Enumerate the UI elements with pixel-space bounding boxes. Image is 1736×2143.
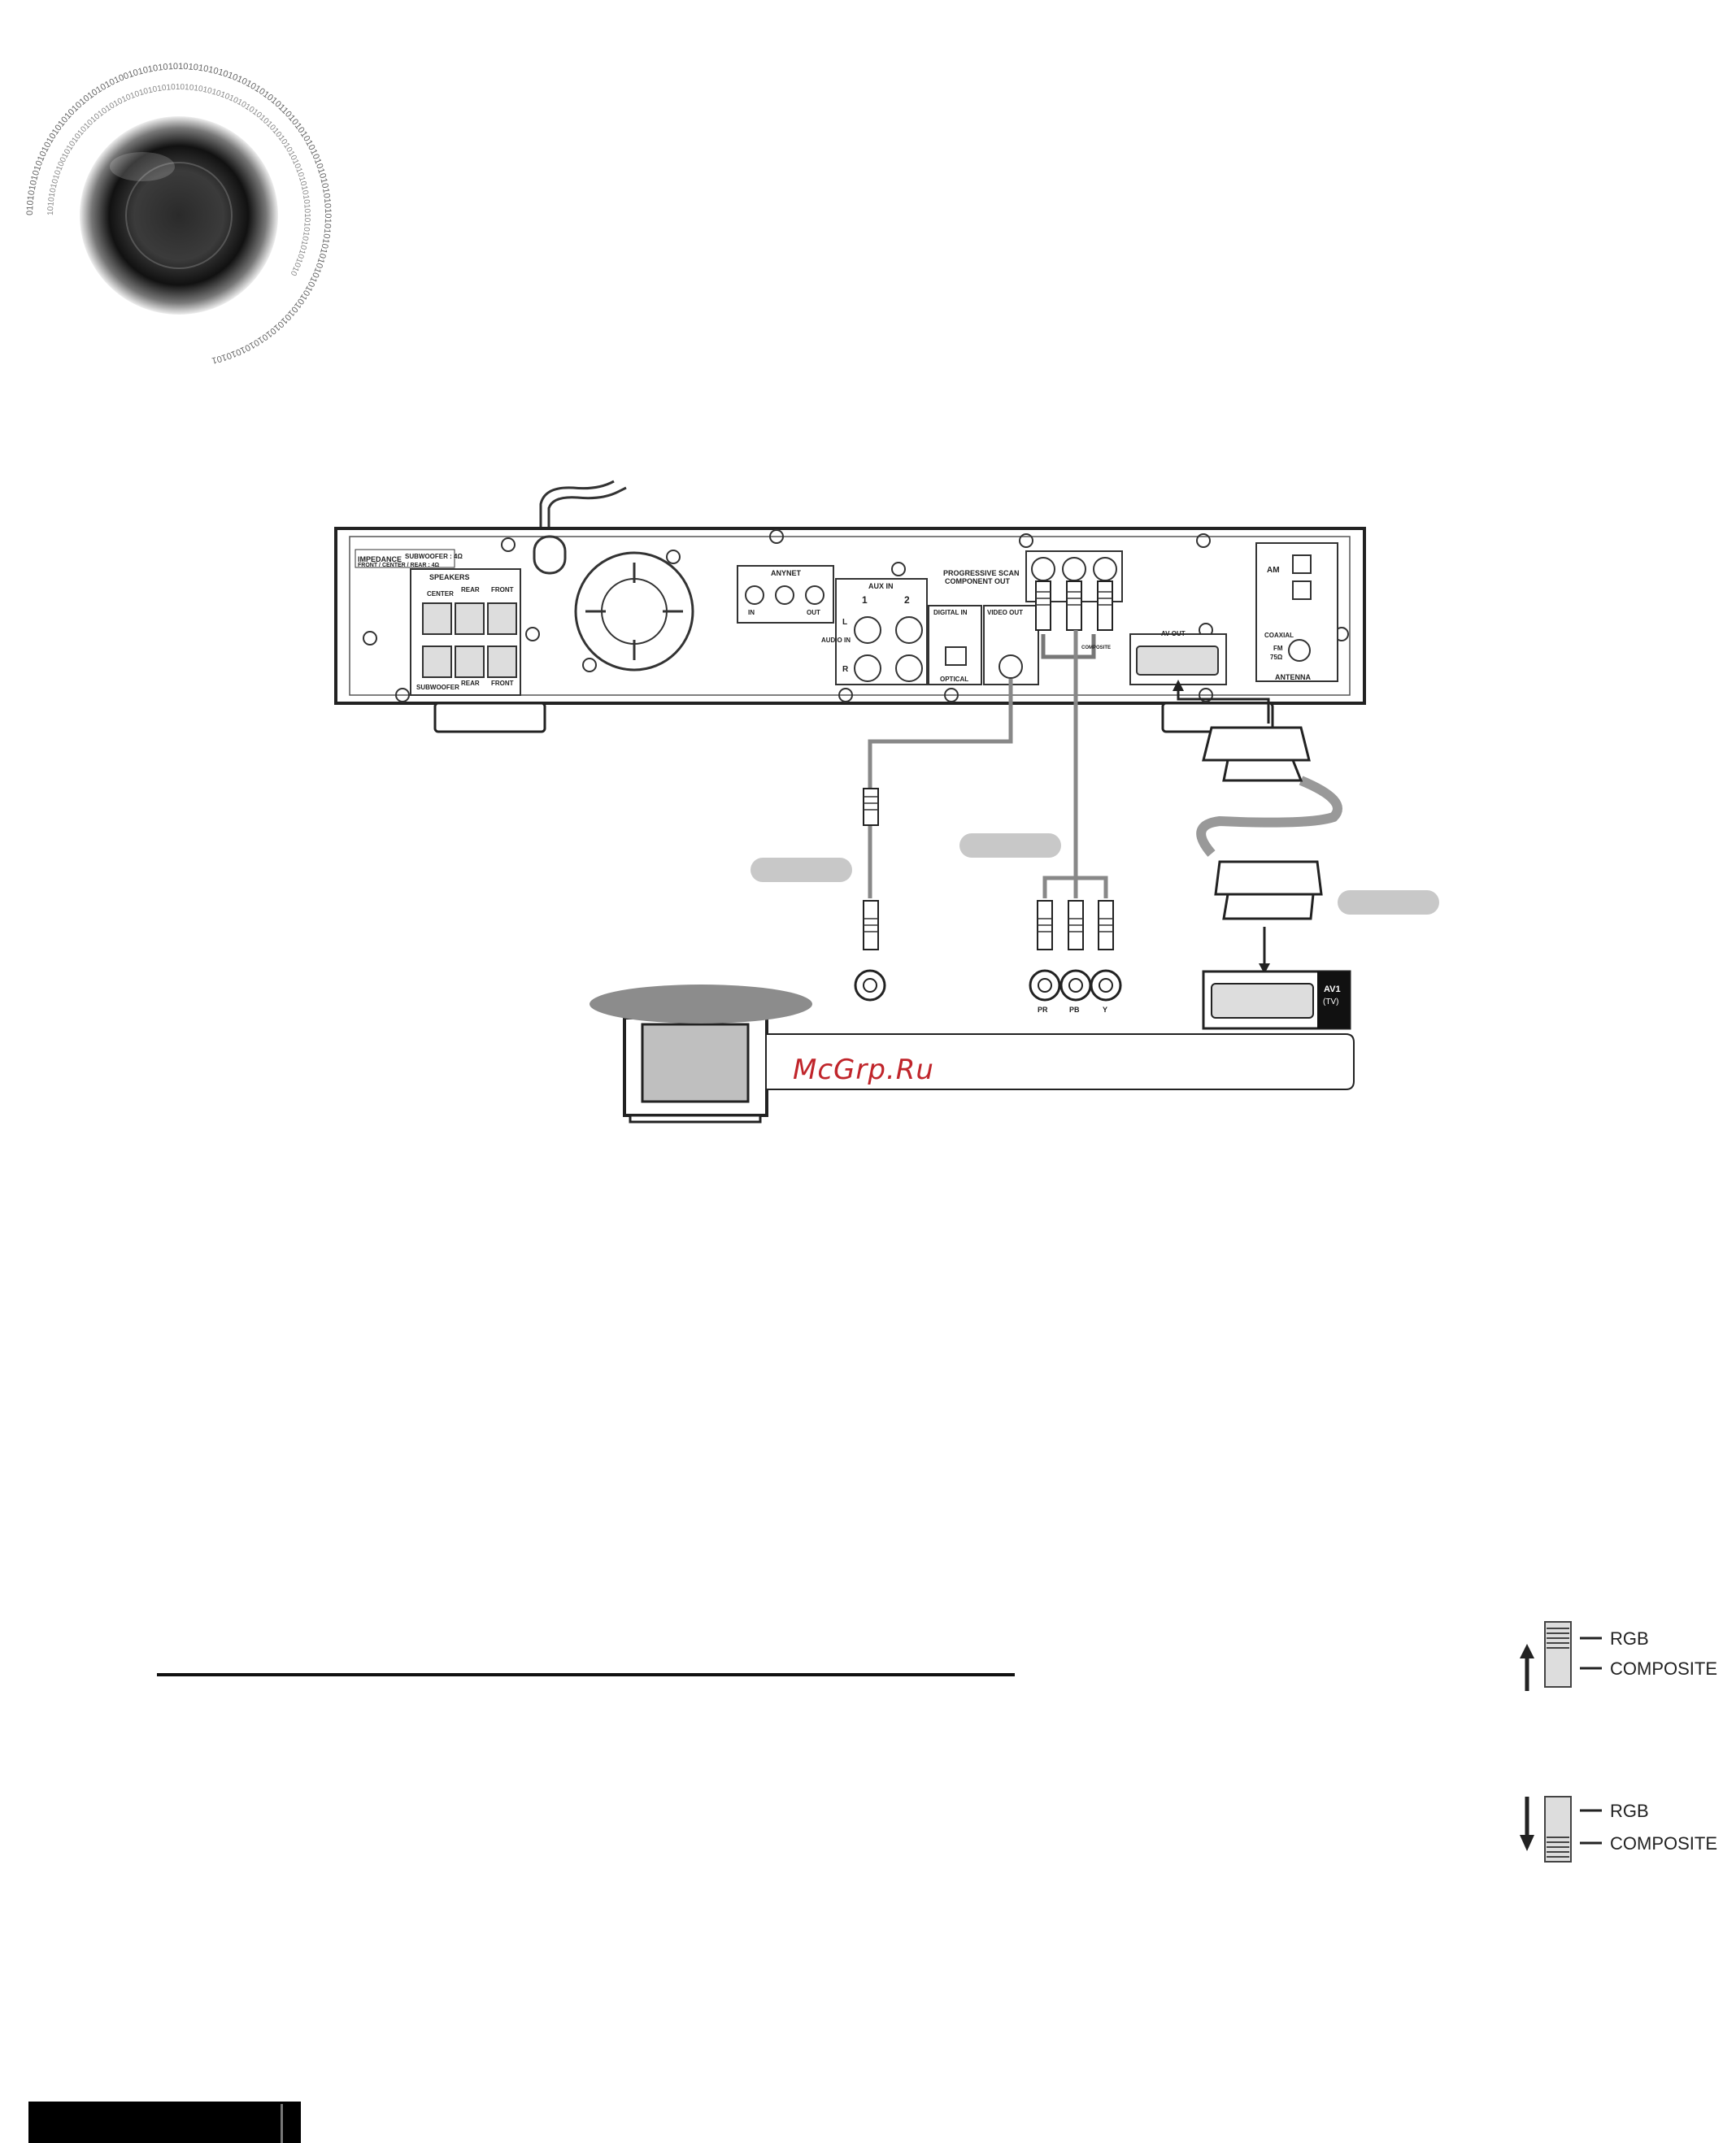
speaker-subwoofer-label: SUBWOOFER [416, 684, 459, 691]
speaker-front-top-label: FRONT [491, 586, 514, 593]
anynet-in-label: IN [748, 609, 755, 616]
antenna-label: ANTENNA [1275, 673, 1311, 681]
speaker-rear-bottom-label: REAR [461, 680, 480, 687]
aux-r-label: R [842, 665, 849, 674]
component-out-label: COMPONENT OUT [945, 577, 1011, 585]
composite-switch-label: COMPOSITE [1081, 646, 1111, 650]
television [590, 985, 1355, 1124]
aux-in-label: AUX IN [868, 582, 894, 590]
scart-plug-top [1202, 726, 1311, 762]
tv-pb-label: PB [1069, 1006, 1080, 1014]
cable-label-scart [1338, 890, 1439, 915]
speaker-center-label: CENTER [427, 590, 454, 598]
switch-up-composite-label: COMPOSITE [1610, 1658, 1718, 1679]
receiver-rear-panel [334, 527, 1366, 733]
optical-label: OPTICAL [940, 676, 968, 683]
impedance-front: FRONT / CENTER / REAR : 4Ω [358, 563, 440, 568]
tv-pr-label: PR [1038, 1006, 1048, 1014]
progressive-scan-label: PROGRESSIVE SCAN [943, 569, 1020, 577]
aux-1-label: 1 [862, 594, 868, 606]
tv-jack-panel [767, 1033, 1355, 1090]
component-cable [1042, 630, 1108, 898]
switch-diagram-down [1516, 1793, 1732, 1874]
speaker-logo: 0101010101010101010101010101010101001010… [16, 45, 342, 402]
speaker-rear-top-label: REAR [461, 586, 480, 593]
antenna-coaxial-label: COAXIAL [1264, 632, 1294, 639]
cable-label-video [751, 858, 852, 882]
tv-av1-tv-label: (TV) [1323, 998, 1338, 1006]
anynet-out-label: OUT [807, 609, 820, 616]
watermark: McGrp.Ru [793, 1054, 934, 1086]
tv-av1-label: AV1 [1324, 985, 1341, 994]
video-cable [868, 679, 1013, 789]
antenna-fm-ohm-label: 75Ω [1270, 654, 1283, 661]
connection-diagram: IMPEDANCE SUBWOOFER : 4Ω FRONT / CENTER … [334, 480, 1439, 1124]
av-out-label: AV OUT [1161, 630, 1186, 637]
audio-in-label: AUDIO IN [821, 637, 851, 644]
aux-2-label: 2 [904, 594, 910, 606]
page-tab-divider [281, 2104, 283, 2143]
speakers-title: SPEAKERS [429, 573, 470, 581]
anynet-label: ANYNET [771, 569, 802, 577]
switch-up-rgb-label: RGB [1610, 1628, 1649, 1649]
scart-plug-bottom [1214, 860, 1323, 896]
video-out-label: VIDEO OUT [987, 609, 1023, 616]
page-tab [28, 2102, 301, 2143]
scart-cable [1196, 776, 1342, 857]
switch-down-composite-label: COMPOSITE [1610, 1833, 1718, 1854]
scart-arrow-line [1177, 687, 1270, 724]
cable-label-component [959, 833, 1061, 858]
impedance-label: IMPEDANCE [358, 555, 402, 563]
aux-l-label: L [842, 618, 847, 627]
tv-y-label: Y [1103, 1006, 1107, 1014]
section-divider [157, 1673, 1015, 1676]
speaker-front-bottom-label: FRONT [491, 680, 514, 687]
switch-down-rgb-label: RGB [1610, 1801, 1649, 1821]
antenna-fm-label: FM [1273, 645, 1283, 652]
antenna-am-label: AM [1267, 566, 1280, 575]
impedance-sub: SUBWOOFER : 4Ω [405, 553, 463, 560]
component-plugs-top [1035, 580, 1113, 631]
switch-diagram-up [1516, 1618, 1732, 1699]
digital-in-label: DIGITAL IN [933, 609, 968, 616]
